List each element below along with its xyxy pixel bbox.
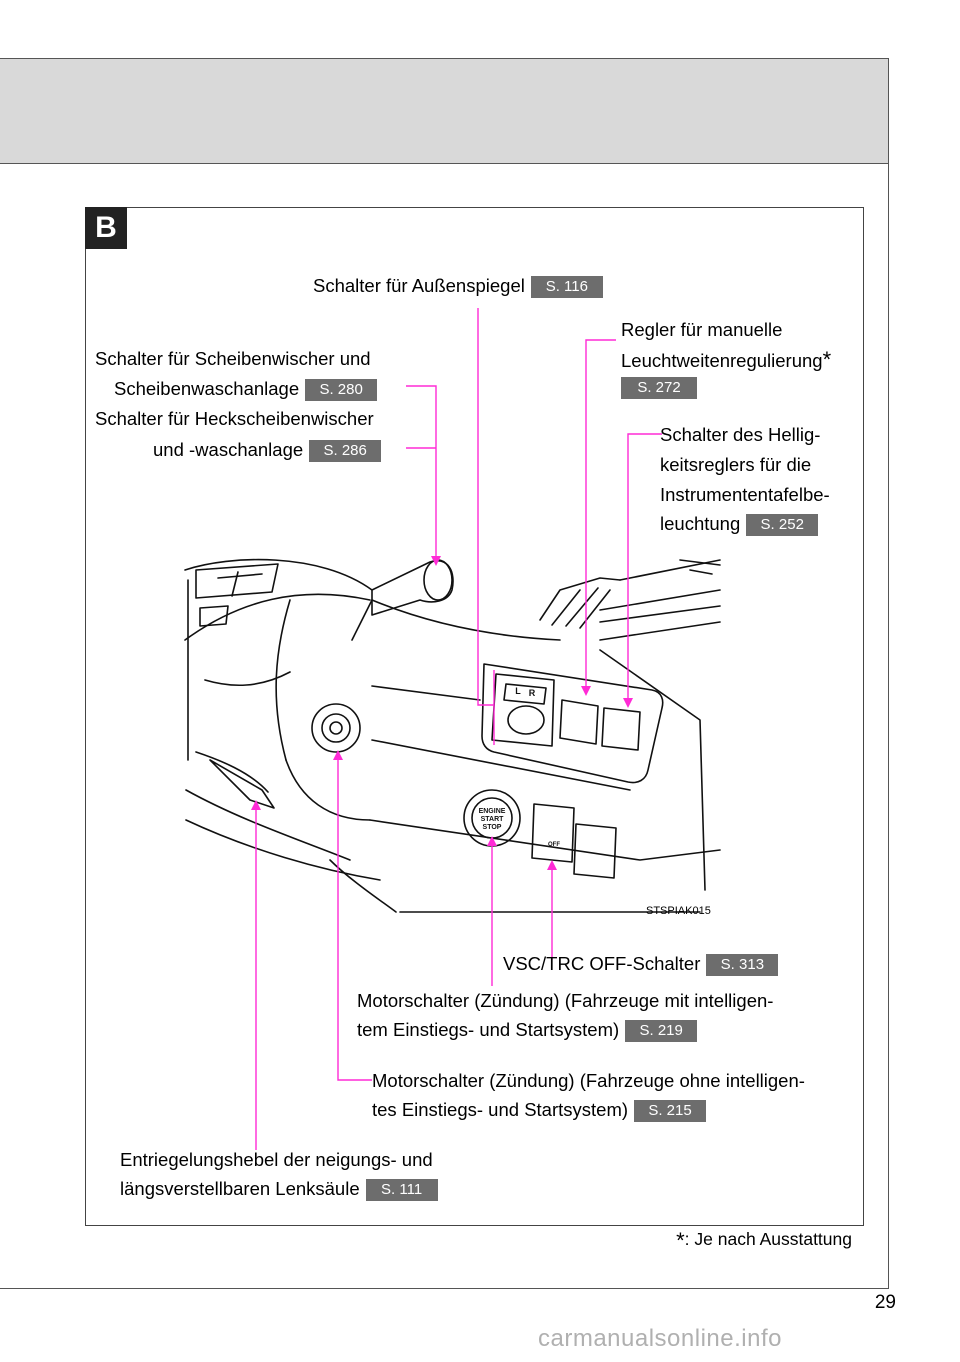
label-engine-key-line1: Motorschalter (Zündung) (Fahrzeuge ohne … xyxy=(372,1070,805,1091)
ref-wiper-front[interactable]: S. 280 xyxy=(305,379,378,402)
ref-mirror-switch[interactable]: S. 116 xyxy=(530,276,603,299)
footnote: *: Je nach Ausstattung xyxy=(676,1226,852,1254)
footnote-text: : Je nach Ausstattung xyxy=(684,1229,852,1249)
header-band xyxy=(0,58,889,164)
label-headlight-leveling-line2: Leuchtweitenregulierung xyxy=(621,350,823,371)
label-steering-lever-line1: Entriegelungshebel der neigungs- und xyxy=(120,1149,433,1170)
ref-engine-key[interactable]: S. 215 xyxy=(634,1100,707,1123)
label-wiper-rear-line1: Schalter für Heckscheibenwischer xyxy=(95,408,374,429)
label-engine-smart-line2: tem Einstiegs- und Startsystem) xyxy=(357,1019,620,1040)
section-box xyxy=(85,207,864,1226)
ref-steering-lever[interactable]: S. 111 xyxy=(365,1179,438,1202)
ref-headlight-leveling[interactable]: S. 272 xyxy=(621,377,697,399)
ref-engine-smart[interactable]: S. 219 xyxy=(625,1020,698,1043)
footnote-asterisk-icon: * xyxy=(676,1228,685,1253)
label-engine-key-line2: tes Einstiegs- und Startsystem) xyxy=(372,1099,629,1120)
label-wiper-front-line1: Schalter für Scheibenwischer und xyxy=(95,348,371,369)
label-engine-key: tes Einstiegs- und Startsystem)S. 215 xyxy=(372,1095,707,1125)
label-brightness-line1: Schalter des Hellig- xyxy=(660,424,821,445)
label-brightness-line2: keitsreglers für die xyxy=(660,454,812,475)
label-headlight-leveling-line1: Regler für manuelle xyxy=(621,319,783,340)
illustration-code: STSPIAK015 xyxy=(646,905,711,917)
label-engine-smart: tem Einstiegs- und Startsystem)S. 219 xyxy=(357,1015,698,1045)
ref-wiper-rear[interactable]: S. 286 xyxy=(309,440,382,463)
label-wiper-front-line2: Scheibenwaschanlage xyxy=(114,378,300,399)
label-brightness-line3: Instrumententafelbe- xyxy=(660,484,830,505)
label-headlight-leveling: Leuchtweitenregulierung* xyxy=(621,345,831,376)
section-badge: B xyxy=(85,207,127,249)
label-mirror-switch-text: Schalter für Außenspiegel xyxy=(313,275,525,296)
asterisk-icon: * xyxy=(822,347,832,372)
label-brightness-line4: leuchtung xyxy=(660,513,741,534)
ref-vsc-trc[interactable]: S. 313 xyxy=(706,954,779,977)
page-number: 29 xyxy=(874,1292,896,1313)
label-vsc-trc-text: VSC/TRC OFF-Schalter xyxy=(503,953,701,974)
label-steering-lever-line2: längsverstellbaren Lenksäule xyxy=(120,1178,360,1199)
label-wiper-rear-line2: und -waschanlage xyxy=(153,439,304,460)
ref-brightness[interactable]: S. 252 xyxy=(746,514,819,537)
watermark: carmanualsonline.info xyxy=(538,1325,782,1352)
page-frame xyxy=(0,58,889,1289)
label-engine-smart-line1: Motorschalter (Zündung) (Fahrzeuge mit i… xyxy=(357,990,774,1011)
